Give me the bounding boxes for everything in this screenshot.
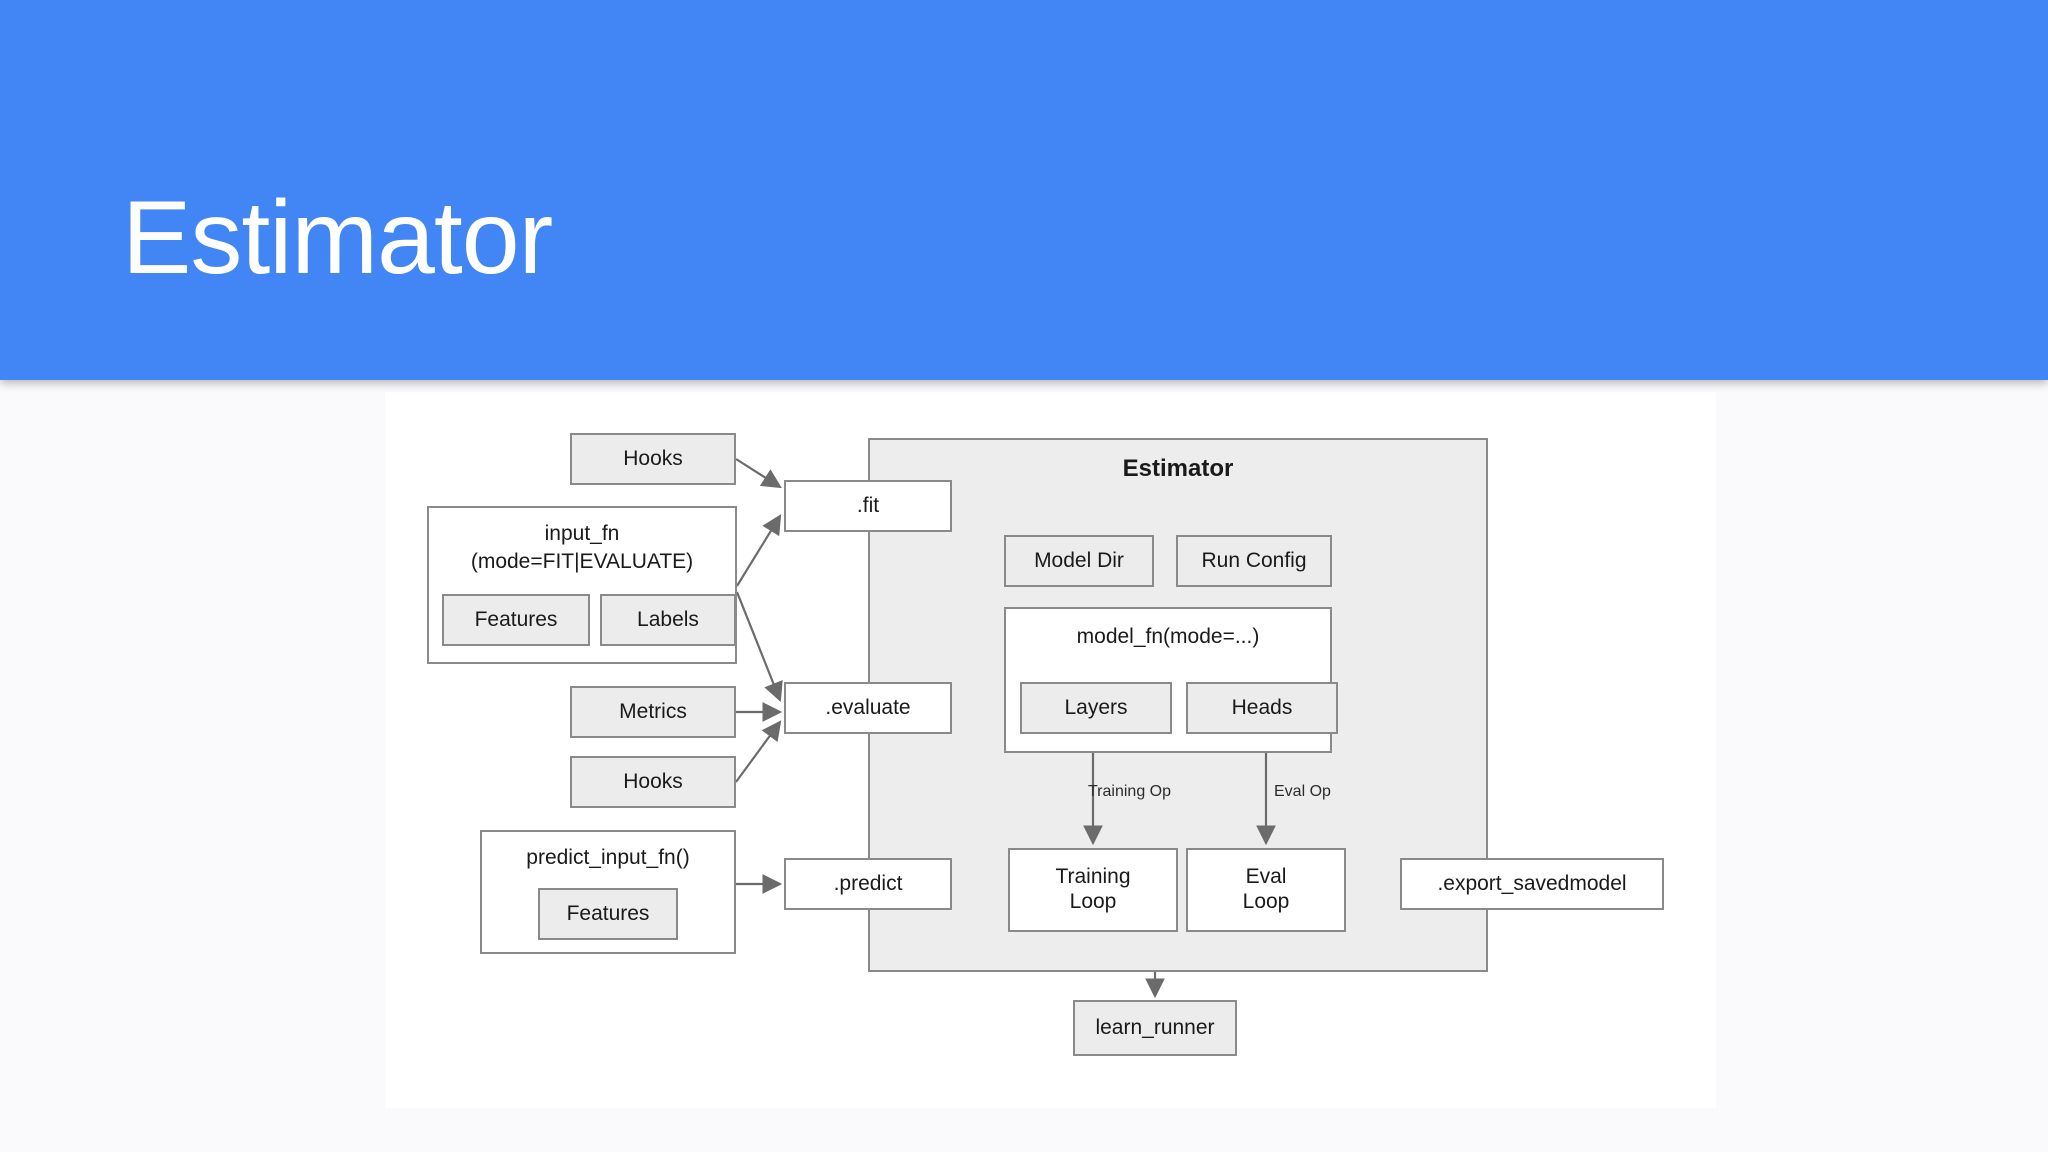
eval-loop-box[interactable]: Eval Loop: [1186, 848, 1346, 932]
training-loop-box[interactable]: Training Loop: [1008, 848, 1178, 932]
training-loop-label-line1: Training: [1055, 865, 1131, 889]
learn-runner-box[interactable]: learn_runner: [1073, 1000, 1237, 1056]
slide-header-band: Estimator: [0, 0, 2048, 380]
input-fn-labels-box[interactable]: Labels: [600, 594, 736, 646]
metrics-box[interactable]: Metrics: [570, 686, 736, 738]
input-fn-features-box[interactable]: Features: [442, 594, 590, 646]
training-loop-label-line2: Loop: [1069, 890, 1117, 913]
input-fn-title-line1: input_fn: [544, 522, 620, 545]
eval-loop-label-line1: Eval: [1245, 865, 1287, 889]
run-config-box[interactable]: Run Config: [1176, 535, 1332, 587]
method-evaluate-box[interactable]: .evaluate: [784, 682, 952, 734]
predict-features-box[interactable]: Features: [538, 888, 678, 940]
estimator-container-title: Estimator: [1122, 455, 1234, 482]
page-title: Estimator: [122, 180, 553, 296]
eval-loop-label-line2: Loop: [1242, 890, 1290, 913]
training-op-edge-label: Training Op: [1088, 783, 1171, 800]
method-fit-box[interactable]: .fit: [784, 480, 952, 532]
eval-op-edge-label: Eval Op: [1274, 783, 1331, 800]
model-dir-box[interactable]: Model Dir: [1004, 535, 1154, 587]
method-export-savedmodel-box[interactable]: .export_savedmodel: [1400, 858, 1664, 910]
model-fn-title: model_fn(mode=...): [1076, 625, 1260, 648]
hooks-fit-box[interactable]: Hooks: [570, 433, 736, 485]
method-predict-box[interactable]: .predict: [784, 858, 952, 910]
heads-box[interactable]: Heads: [1186, 682, 1338, 734]
predict-input-fn-title: predict_input_fn(): [526, 846, 690, 869]
hooks-evaluate-box[interactable]: Hooks: [570, 756, 736, 808]
layers-box[interactable]: Layers: [1020, 682, 1172, 734]
input-fn-title-line2: (mode=FIT|EVALUATE): [470, 550, 694, 573]
estimator-architecture-diagram: Estimator Hooks input_fn (mode=FIT|EVALU…: [385, 392, 1716, 1108]
